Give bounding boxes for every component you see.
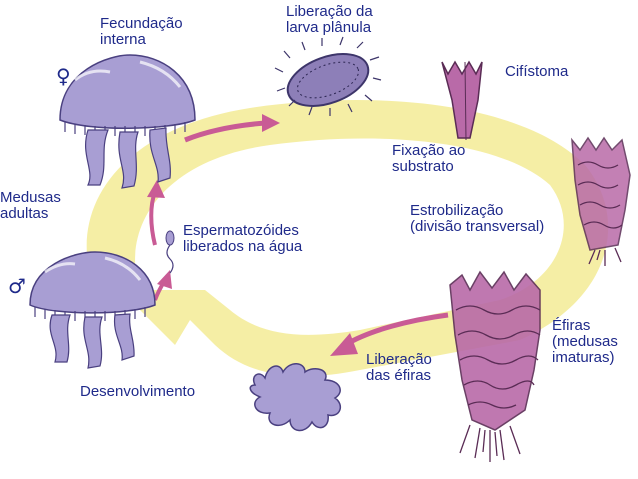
strobila-ephyrae [449, 270, 541, 462]
planula-larva [274, 36, 382, 116]
male-symbol: ♂ [8, 274, 26, 298]
female-medusa [59, 54, 196, 189]
strobila [571, 136, 631, 266]
label-fecundacao: Fecundação interna [100, 15, 183, 48]
label-liberacao-efiras: Liberação das éfiras [366, 351, 432, 384]
label-liberacao-larva: Liberação da larva plânula [286, 3, 373, 36]
scyphistoma-polyp [441, 60, 483, 141]
label-espermatozoides: Espermatozóides liberados na água [183, 222, 303, 255]
label-medusas-adultas: Medusas adultas [0, 189, 61, 222]
ephyra [249, 363, 342, 432]
sperm-cell [165, 230, 175, 274]
label-estrobilizacao: Estrobilização (divisão transversal) [410, 202, 545, 235]
label-cifistoma: Cifístoma [505, 63, 569, 80]
arrow-ephyra-release [343, 312, 449, 348]
label-efiras: Éfiras (medusas imaturas) [552, 317, 618, 366]
arrow-head-up [147, 180, 165, 198]
arrow-head-larva [262, 114, 280, 132]
male-medusa [29, 251, 156, 369]
female-symbol: ♀ [56, 64, 71, 88]
arrow-head-sperm [157, 270, 172, 289]
arrow-to-larva [184, 120, 266, 143]
arrow-up-fertilization [149, 191, 157, 246]
arrow-head-ephyra [330, 333, 358, 356]
label-desenvolvimento: Desenvolvimento [80, 383, 196, 400]
label-fixacao: Fixação ao substrato [392, 142, 466, 175]
